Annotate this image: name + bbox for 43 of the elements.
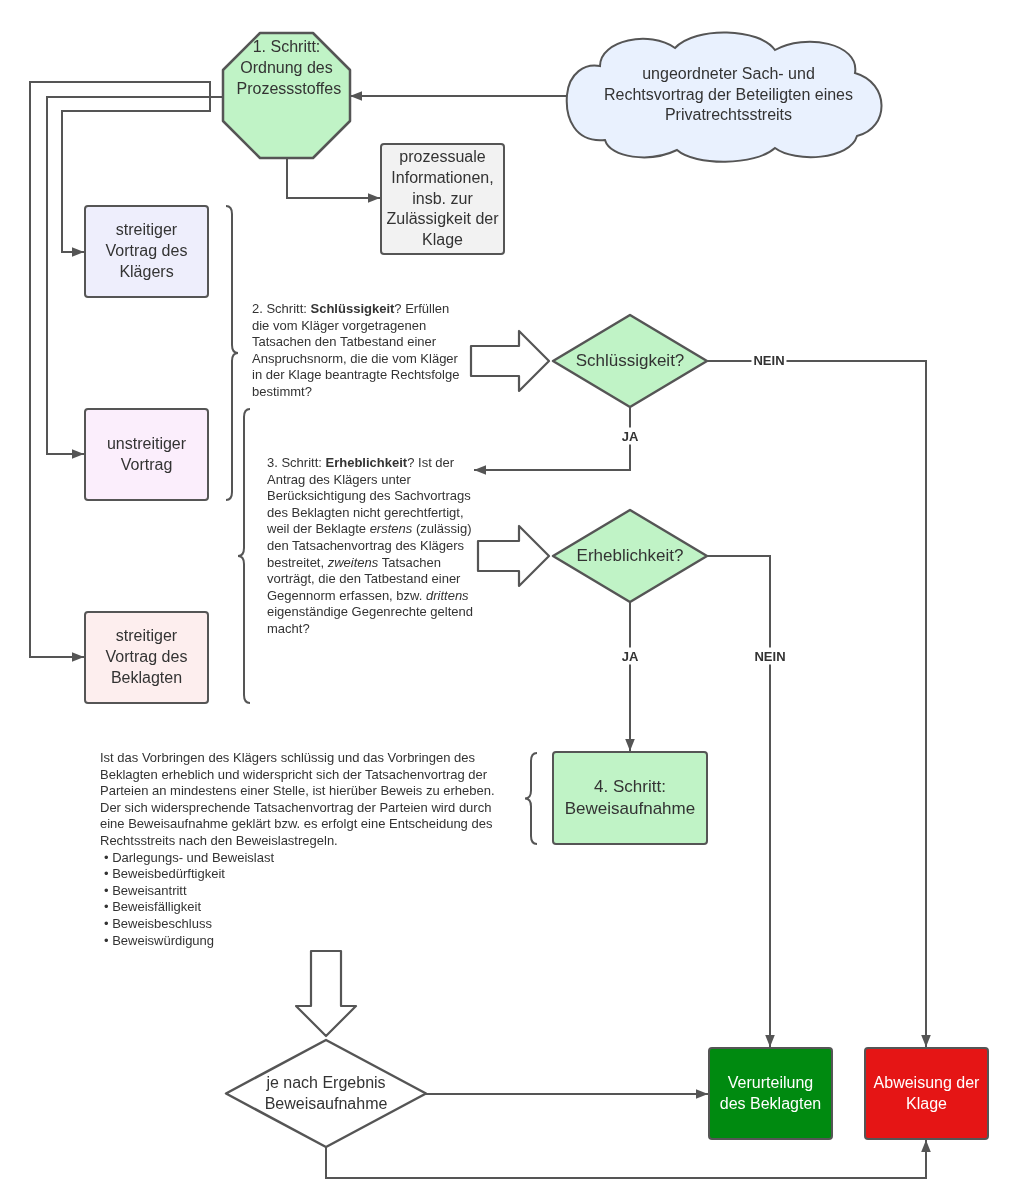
connector-arrow — [706, 555, 775, 1048]
edge-label: JA — [619, 427, 641, 445]
block-arrow — [469, 329, 551, 393]
step-description: 2. Schritt: Schlüssigkeit? Erfüllen die vom Kläger vorgetragenen Tatsachen den Tatbestand einer Anspruchsnorm, die die vom Kläger in der Klage beantragte Rechtsfolge bestimmt? — [252, 301, 467, 405]
node-label: unstreitiger Vortrag — [105, 433, 188, 475]
result-box — [864, 1047, 989, 1140]
decision-diamond — [553, 315, 707, 407]
node-label: 4. Schritt: Beweisaufnahme — [563, 775, 697, 820]
edge-label: NEIN — [752, 647, 788, 665]
undisputed-box — [84, 408, 209, 501]
node-label: Erheblichkeit? — [576, 544, 684, 567]
node-label: ungeordneter Sach- und Rechtsvortrag der Beteiligten eines Privatrechtsstreits — [603, 63, 854, 126]
connector-arrow — [425, 1089, 709, 1099]
bullet-item: • Beweiswürdigung — [104, 932, 216, 950]
result-box — [708, 1047, 833, 1140]
connector-arrow — [706, 360, 931, 1048]
connector-arrow — [473, 406, 631, 475]
node-label: streitiger Vortrag des Beklagten — [104, 626, 189, 688]
step-box — [552, 751, 708, 845]
node-label: Schlüssigkeit? — [575, 349, 685, 372]
bullet-item: • Beweisfälligkeit — [104, 899, 203, 916]
step-description: 3. Schritt: Erheblichkeit? Ist der Antrag des Klägers unter Berücksichtigung des Sachvortrags des Beklagten nicht gerechtfertigt, weil der Beklagte erstens (zulässig) den Tatsachenvortrag des Klägers bestreitet, zweitens Tatsachen vorträgt, die den Tatbestand einer Gegennorm erfassen, bzw. drittens eigenständige Gegenrechte geltend macht? — [267, 455, 474, 657]
node-label: Verurteilung des Beklagten — [718, 1072, 823, 1114]
bullet-item: • Beweisantritt — [104, 882, 188, 900]
info-box — [380, 143, 505, 255]
bullet-item: • Beweisbedürftigkeit — [104, 866, 226, 883]
defendant-box — [84, 611, 209, 704]
block-arrow — [476, 524, 551, 588]
bullet-item: • Beweisbeschluss — [104, 915, 213, 933]
node-label: je nach Ergebnis Beweisaufnahme — [263, 1072, 389, 1114]
edge-label: JA — [619, 647, 641, 665]
decision-diamond — [226, 1040, 426, 1147]
bullet-item: • Darlegungs- und Beweislast — [104, 849, 276, 867]
block-arrow — [294, 949, 358, 1038]
connector-arrow — [325, 1139, 931, 1179]
explanation-text: Ist das Vorbringen des Klägers schlüssig und das Vorbringen des Beklagten erheblich und widerspricht sich der Tatsachenvortrag der Parteien an mindestens einer Stelle, ist hierüber Beweis zu erheben. Der sich widersprechende Tatsachenvortrag der Parteien wird durch eine Beweisaufnahme geklärt bzw. es erfolgt eine Entscheidung des Rechtsstreits nach den Beweislastregeln. — [100, 750, 496, 850]
decision-diamond — [553, 510, 707, 602]
plaintiff-box — [84, 205, 209, 298]
step-octagon — [223, 33, 350, 158]
node-label: Abweisung der Klage — [872, 1072, 981, 1114]
node-label: streitiger Vortrag des Klägers — [104, 220, 189, 282]
node-label: prozessuale Informationen, insb. zur Zulässigkeit der Klage — [386, 147, 499, 251]
connector-arrow — [625, 601, 635, 752]
